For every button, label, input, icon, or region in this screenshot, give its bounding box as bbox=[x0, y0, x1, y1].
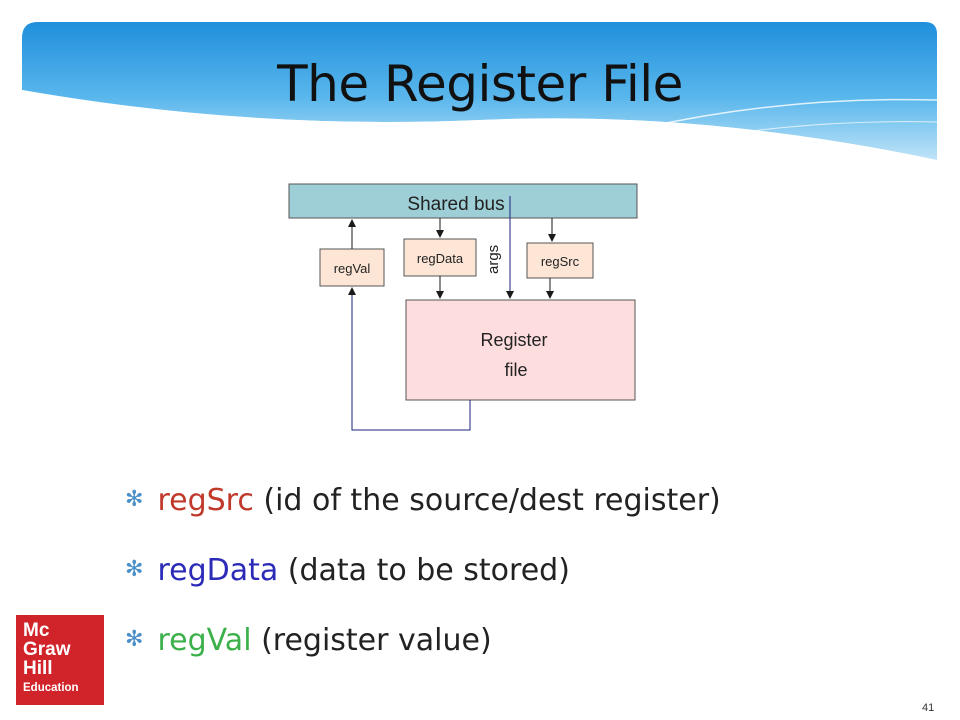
header-banner bbox=[22, 22, 938, 168]
bullet-description: (id of the source/dest register) bbox=[253, 483, 721, 518]
bullet-term: regSrc bbox=[157, 483, 254, 518]
register-file-output-wire bbox=[348, 287, 471, 431]
bullet-regdata: ✻ regData (data to be stored) bbox=[125, 542, 721, 612]
mcgraw-hill-education-logo: Mc Graw Hill Education bbox=[16, 615, 104, 705]
shared-bus-label: Shared bus bbox=[407, 194, 504, 215]
shared-bus-box bbox=[288, 183, 638, 219]
regdata-label: regData bbox=[417, 251, 464, 266]
bullet-regsrc: ✻ regSrc (id of the source/dest register) bbox=[125, 472, 721, 542]
bullet-star-icon: ✻ bbox=[125, 557, 144, 582]
regsrc-box bbox=[526, 242, 594, 279]
regval-label: regVal bbox=[334, 261, 371, 276]
logo-line-graw: Graw bbox=[23, 639, 71, 660]
bullet-regval: ✻ regVal (register value) bbox=[125, 612, 721, 682]
bullet-description: (register value) bbox=[251, 623, 492, 658]
regval-box bbox=[319, 248, 385, 287]
register-file-label-line1: Register bbox=[480, 330, 547, 350]
logo-line-hill: Hill bbox=[23, 658, 53, 679]
bullet-description: (data to be stored) bbox=[278, 553, 570, 588]
logo-line-education: Education bbox=[23, 682, 79, 694]
regsrc-label: regSrc bbox=[541, 254, 580, 269]
register-file-box bbox=[405, 299, 636, 401]
regdata-box bbox=[403, 238, 477, 277]
bullet-star-icon: ✻ bbox=[125, 627, 144, 652]
bullet-star-icon: ✻ bbox=[125, 487, 144, 512]
page-number: 41 bbox=[922, 702, 935, 714]
register-file-label-line2: file bbox=[504, 360, 527, 380]
bullet-list: ✻ regSrc (id of the source/dest register)… bbox=[125, 472, 721, 682]
bullet-term: regVal bbox=[157, 623, 252, 658]
logo-line-mc: Mc bbox=[23, 620, 50, 641]
bullet-term: regData bbox=[157, 553, 279, 588]
args-label: args bbox=[485, 245, 502, 274]
slide-title: The Register File bbox=[277, 55, 683, 113]
